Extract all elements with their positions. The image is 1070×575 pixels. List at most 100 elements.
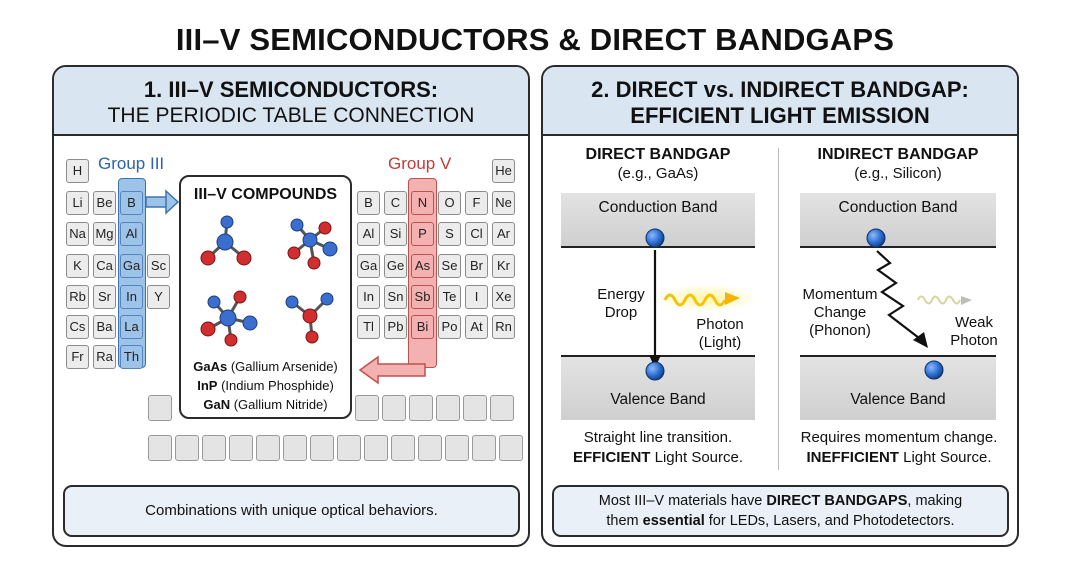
blank-cell bbox=[418, 435, 442, 461]
momentum-line1: Momentum bbox=[802, 286, 878, 303]
compounds-title: III–V COMPOUNDS bbox=[193, 186, 338, 203]
compound-name: (Indium Phosphide) bbox=[221, 378, 334, 393]
panel2-heading-line2: EFFICIENT LIGHT EMISSION bbox=[630, 103, 930, 128]
blank-cell bbox=[382, 395, 406, 421]
indirect-caption-line1: Requires momentum change. bbox=[800, 429, 998, 446]
indirect-caption-bold: INEFFICIENT bbox=[806, 449, 899, 466]
momentum-line3: (Phonon) bbox=[809, 322, 871, 339]
blank-cell bbox=[499, 435, 523, 461]
element-cell: I bbox=[465, 285, 488, 309]
element-cell: Pb bbox=[384, 315, 407, 339]
element-cell: At bbox=[465, 315, 488, 339]
indirect-valence-band bbox=[800, 355, 996, 420]
indirect-conduction-band bbox=[800, 193, 996, 248]
element-cell-group3: Al bbox=[120, 222, 143, 246]
element-cell: F bbox=[465, 191, 488, 215]
compound-formula: GaN bbox=[203, 397, 231, 412]
blank-cell bbox=[256, 435, 280, 461]
direct-valence-label: Valence Band bbox=[610, 391, 706, 408]
panel2-note-line2: them essential for LEDs, Lasers, and Pho… bbox=[554, 511, 1007, 531]
arrow-icon bbox=[145, 189, 180, 215]
weak-line2: Photon bbox=[950, 332, 998, 349]
element-cell: Ca bbox=[93, 254, 116, 278]
compound-name: (Gallium Arsenide) bbox=[230, 359, 338, 374]
element-cell-group3: B bbox=[120, 191, 143, 215]
direct-caption-bold: EFFICIENT bbox=[572, 449, 651, 466]
blank-cell bbox=[463, 395, 487, 421]
element-cell: Po bbox=[438, 315, 461, 339]
energy-drop-line1: Energy bbox=[597, 286, 645, 303]
element-cell: Na bbox=[66, 222, 89, 246]
blank-cell bbox=[337, 435, 361, 461]
element-cell: Ar bbox=[492, 222, 515, 246]
indirect-valence-label: Valence Band bbox=[850, 391, 946, 408]
compound-inp: InP (Indium Phosphide) bbox=[179, 378, 352, 393]
element-cell: Tl bbox=[357, 315, 380, 339]
note-text: them bbox=[606, 513, 643, 529]
panel2-note: Most III–V materials have DIRECT BANDGAP… bbox=[552, 485, 1009, 537]
blank-cell bbox=[148, 435, 172, 461]
indirect-conduction-label: Conduction Band bbox=[838, 199, 958, 216]
element-cell: Kr bbox=[492, 254, 515, 278]
element-cell-group3: Ga bbox=[120, 254, 143, 278]
panel1-header: 1. III–V SEMICONDUCTORS: THE PERIODIC TA… bbox=[54, 67, 528, 136]
note-bold: DIRECT BANDGAPS bbox=[766, 493, 908, 509]
blank-cell bbox=[202, 435, 226, 461]
compound-formula: InP bbox=[197, 378, 218, 393]
element-cell: Rn bbox=[492, 315, 515, 339]
element-cell: Ne bbox=[492, 191, 515, 215]
compound-gaas: GaAs (Gallium Arsenide) bbox=[179, 359, 352, 374]
element-cell: Be bbox=[93, 191, 116, 215]
element-cell: K bbox=[66, 254, 89, 278]
blank-cell bbox=[175, 435, 199, 461]
element-cell-group3: La bbox=[120, 315, 143, 339]
element-cell: H bbox=[66, 159, 89, 183]
direct-title: DIRECT BANDGAP bbox=[585, 146, 731, 163]
direct-caption-line2: EFFICIENT Light Source. bbox=[556, 448, 760, 468]
element-cell-group3: In bbox=[120, 285, 143, 309]
blank-cell bbox=[355, 395, 379, 421]
indirect-caption-rest: Light Source. bbox=[898, 449, 992, 466]
panel1-note: Combinations with unique optical behavio… bbox=[63, 485, 520, 537]
element-cell: Cl bbox=[465, 222, 488, 246]
blank-cell bbox=[229, 435, 253, 461]
element-cell: B bbox=[357, 191, 380, 215]
arrow-icon bbox=[358, 355, 426, 385]
note-bold: essential bbox=[642, 513, 705, 529]
blank-cell bbox=[436, 395, 460, 421]
bandgap-panel: 2. DIRECT vs. INDIRECT BANDGAP: EFFICIEN… bbox=[541, 65, 1019, 547]
element-cell: Ba bbox=[93, 315, 116, 339]
note-text: , making bbox=[907, 493, 963, 509]
panel1-heading-line1: 1. III–V SEMICONDUCTORS: bbox=[143, 77, 439, 102]
blank-cell bbox=[391, 435, 415, 461]
panel2-header: 2. DIRECT vs. INDIRECT BANDGAP: EFFICIEN… bbox=[543, 67, 1017, 136]
element-cell: He bbox=[492, 159, 515, 183]
photon-label: Photon(Light) bbox=[685, 316, 755, 352]
blank-cell bbox=[409, 395, 433, 421]
group3-label: Group III bbox=[98, 154, 165, 173]
note-text: Most III–V materials have bbox=[598, 493, 767, 509]
element-cell-group5: As bbox=[411, 254, 434, 278]
indirect-subtitle: (e.g., Silicon) bbox=[854, 165, 942, 182]
element-cell: Sr bbox=[93, 285, 116, 309]
panel2-heading-line1: 2. DIRECT vs. INDIRECT BANDGAP: bbox=[591, 77, 969, 102]
element-cell: Ge bbox=[384, 254, 407, 278]
weak-line1: Weak bbox=[954, 314, 994, 331]
element-cell-group5: P bbox=[411, 222, 434, 246]
note-text: for LEDs, Lasers, and Photodetectors. bbox=[704, 513, 955, 529]
element-cell: C bbox=[384, 191, 407, 215]
blank-cell bbox=[148, 395, 172, 421]
element-cell-group5: Sb bbox=[411, 285, 434, 309]
group5-label: Group V bbox=[388, 154, 452, 173]
blank-cell bbox=[472, 435, 496, 461]
column-divider bbox=[778, 148, 779, 470]
direct-caption-rest: Light Source. bbox=[650, 449, 744, 466]
blank-cell bbox=[445, 435, 469, 461]
element-cell: S bbox=[438, 222, 461, 246]
element-cell: Br bbox=[465, 254, 488, 278]
panel1-heading-line2: THE PERIODIC TABLE CONNECTION bbox=[107, 104, 475, 127]
indirect-title: INDIRECT BANDGAP bbox=[817, 146, 979, 163]
